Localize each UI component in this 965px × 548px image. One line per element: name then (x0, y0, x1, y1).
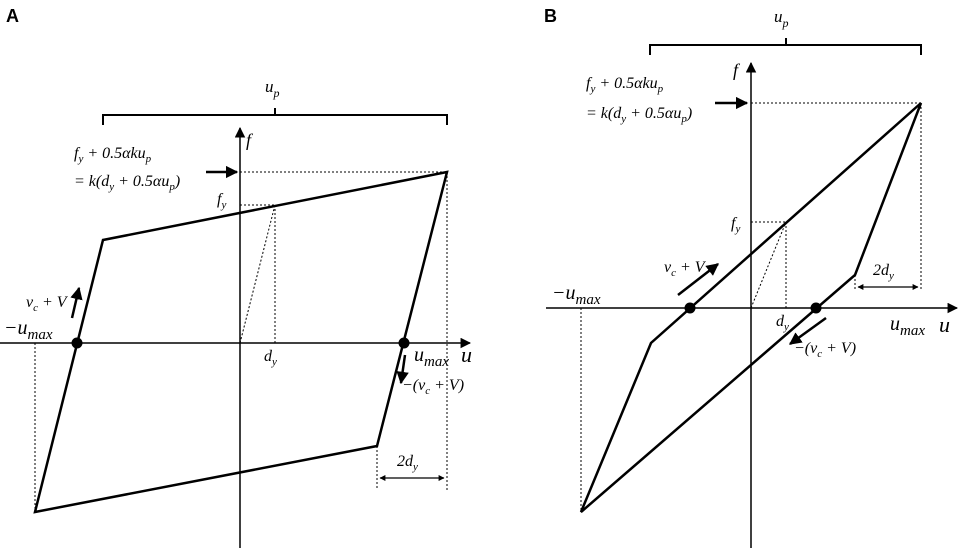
panel-b-letter: B (544, 6, 557, 26)
panel-b-up-bracket (649, 38, 922, 55)
panel-b-umax-label: umax (890, 313, 925, 339)
panel-b-guides (580, 102, 922, 512)
panel-b-up-label: up (774, 7, 789, 30)
panel-b-2dy-label: 2dy (873, 262, 894, 282)
panel-b-down-arrow (788, 316, 827, 346)
panel-b: B up f u (544, 6, 959, 548)
panel-a-guides (34, 171, 448, 512)
panel-b-f-axis-label: f (733, 60, 741, 80)
panel-a-up-label: up (265, 77, 280, 100)
panel-a-crossing-right (398, 337, 410, 349)
panel-b-neg-vc-label: −(vc + V) (794, 340, 856, 360)
panel-a-peak-line1: fy + 0.5αkup (74, 145, 152, 165)
panel-a: A up f u (0, 6, 472, 548)
panel-a-2dy-label: 2dy (397, 453, 418, 473)
panel-b-u-axis-label: u (939, 312, 950, 337)
panel-a-umax-label: umax (414, 344, 449, 370)
panel-b-dy-label: dy (776, 313, 789, 333)
panel-a-f-axis-label: f (246, 130, 254, 150)
panel-b-peak-line1: fy + 0.5αkup (586, 75, 664, 95)
panel-b-vc-label: vc + V (664, 259, 707, 279)
panel-a-down-arrow (396, 354, 409, 385)
panel-b-peak-line2: = k(dy + 0.5αup) (586, 105, 692, 125)
panel-a-crossing-left (71, 337, 83, 349)
panel-a-hysteresis-loop (33, 170, 449, 514)
panel-a-letter: A (6, 6, 19, 26)
panel-b-crossing-right (810, 302, 822, 314)
panel-a-up-arrow (70, 286, 83, 319)
panel-a-fy-label: fy (217, 191, 226, 211)
panel-b-up-arrow (677, 263, 719, 296)
panel-a-vc-label: vc + V (26, 294, 69, 314)
panel-a-dy-label: dy (264, 348, 277, 368)
panel-a-neg-vc-label: −(vc + V) (402, 377, 464, 397)
panel-a-neg-umax-label: −umax (4, 317, 53, 343)
panel-a-up-bracket (102, 108, 448, 125)
panel-b-fy-label: fy (731, 215, 740, 235)
panel-a-peak-line2: = k(dy + 0.5αup) (74, 173, 180, 193)
panel-a-u-axis-label: u (461, 342, 472, 367)
panel-b-crossing-left (684, 302, 696, 314)
panel-b-hysteresis-loop (579, 102, 923, 513)
panel-b-neg-umax-label: −umax (552, 282, 601, 308)
